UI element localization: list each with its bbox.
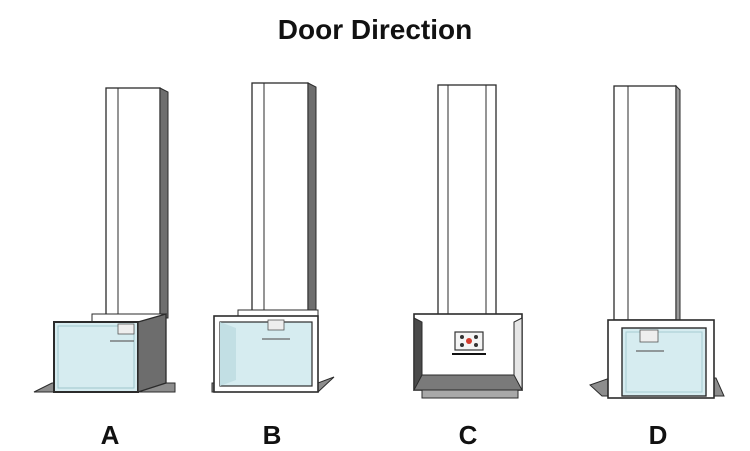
lift-a-tower-side xyxy=(159,87,169,319)
lift-a-control-panel xyxy=(117,323,135,335)
lift-b-tower-side xyxy=(307,82,317,314)
lift-b-tower-front xyxy=(251,82,309,314)
lift-a-side-wall xyxy=(137,313,167,393)
lift-a-glass xyxy=(53,321,139,393)
lift-d-tower-side xyxy=(675,84,681,321)
lift-a-tower-front xyxy=(105,87,161,319)
lift-d-label: D xyxy=(648,420,668,450)
lift-c xyxy=(413,84,523,399)
lift-d-glass xyxy=(621,327,707,397)
page-title: Door Direction xyxy=(277,14,473,45)
lift-c-tower-front xyxy=(437,84,497,318)
lift-a xyxy=(33,87,176,393)
lift-d-tower-front xyxy=(613,85,677,321)
lift-c-label: C xyxy=(458,420,478,450)
lift-b-control-panel xyxy=(267,319,285,331)
lift-c-floor xyxy=(413,374,523,391)
lift-d-control-panel xyxy=(639,329,659,343)
lift-d xyxy=(589,84,725,399)
lift-a-label: A xyxy=(100,420,120,450)
lift-b xyxy=(211,82,335,393)
lift-b-label: B xyxy=(262,420,282,450)
lift-c-panel-button xyxy=(466,338,472,344)
